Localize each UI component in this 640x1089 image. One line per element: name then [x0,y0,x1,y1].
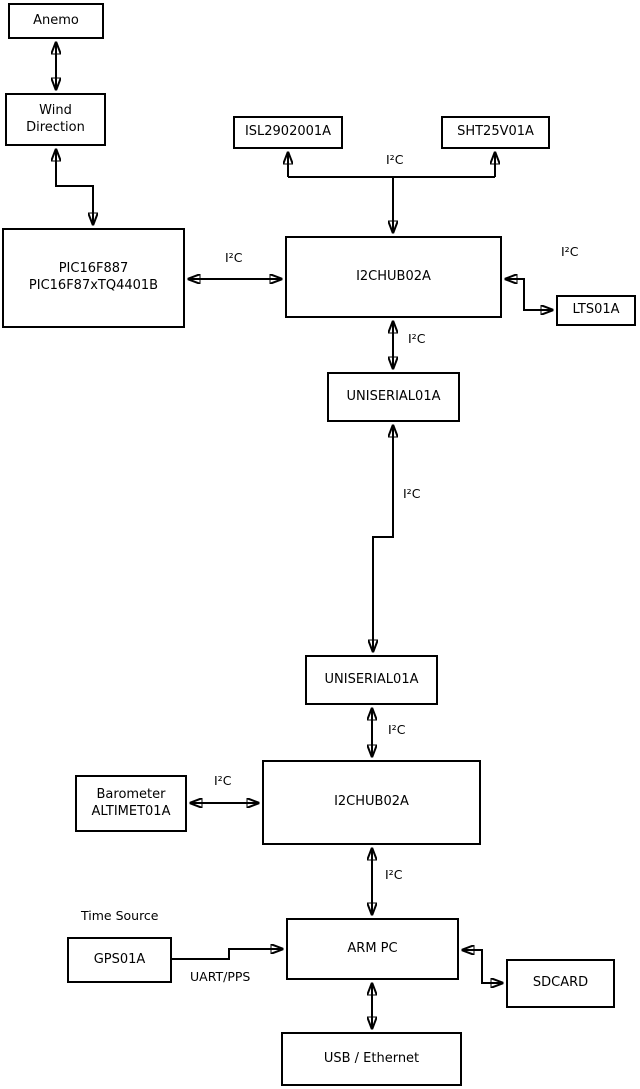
label-i2c-hub1-lts: I²C [561,244,579,259]
edge-hub1-lts [505,279,553,310]
node-arm-pc-label: ARM PC [347,940,398,956]
node-uniserial01a-upper: UNISERIAL01A [327,372,460,422]
node-sht25v01a: SHT25V01A [441,116,550,149]
node-wind-direction-line1: Wind [39,102,72,118]
node-wind-direction: Wind Direction [5,93,106,146]
label-i2c-uniserial2-hub2: I²C [388,722,406,737]
node-barometer-line2: ALTIMET01A [91,803,171,819]
node-i2chub02a-bottom: I2CHUB02A [262,760,481,845]
node-anemo-label: Anemo [33,12,79,28]
label-i2c-hub2-arm: I²C [385,867,403,882]
node-i2chub02a-top: I2CHUB02A [285,236,502,318]
node-sdcard-label: SDCARD [532,975,589,991]
node-pic16f887-line2: PIC16F87xTQ4401B [28,278,159,293]
node-isl2902001a: ISL2902001A [233,116,343,149]
label-i2c-uniserial-link: I²C [403,486,421,501]
node-uniserial01a-upper-label: UNISERIAL01A [346,388,441,404]
label-i2c-top-bus: I²C [386,152,404,167]
node-i2chub02a-top-label: I2CHUB02A [356,268,431,284]
node-i2chub02a-bottom-label: I2CHUB02A [334,794,409,810]
node-wind-direction-line2: Direction [26,119,85,135]
node-uniserial01a-lower-label: UNISERIAL01A [324,671,419,687]
node-barometer-altimet01a: Barometer ALTIMET01A [75,775,187,832]
node-gps01a-label: GPS01A [93,951,146,967]
node-sdcard: SDCARD [506,959,615,1008]
node-sht25v01a-label: SHT25V01A [457,124,534,140]
edge-uniserial1-uniserial2 [373,425,393,652]
node-gps01a: GPS01A [67,937,172,983]
node-uniserial01a-lower: UNISERIAL01A [305,655,438,705]
edge-wind-pic [56,149,93,225]
node-pic16f887: PIC16F887 PIC16F87xTQ4401B [2,228,185,328]
label-i2c-pic-hub1: I²C [225,250,243,265]
node-anemo: Anemo [8,3,104,39]
label-uart-pps: UART/PPS [190,969,251,984]
node-barometer-line1: Barometer [96,786,166,802]
node-lts01a-label: LTS01A [572,302,620,318]
label-i2c-hub1-uniserial1: I²C [408,331,426,346]
node-arm-pc: ARM PC [286,918,459,980]
label-time-source: Time Source [81,908,159,923]
node-lts01a: LTS01A [556,295,636,326]
node-usb-ethernet-label: USB / Ethernet [323,1050,420,1066]
node-isl2902001a-label: ISL2902001A [244,124,332,140]
edge-arm-sdcard [462,950,503,983]
node-pic16f887-line1: PIC16F887 [58,261,129,277]
edge-gps-arm [172,949,283,960]
label-i2c-barometer-hub2: I²C [214,773,232,788]
node-usb-ethernet: USB / Ethernet [281,1032,462,1086]
